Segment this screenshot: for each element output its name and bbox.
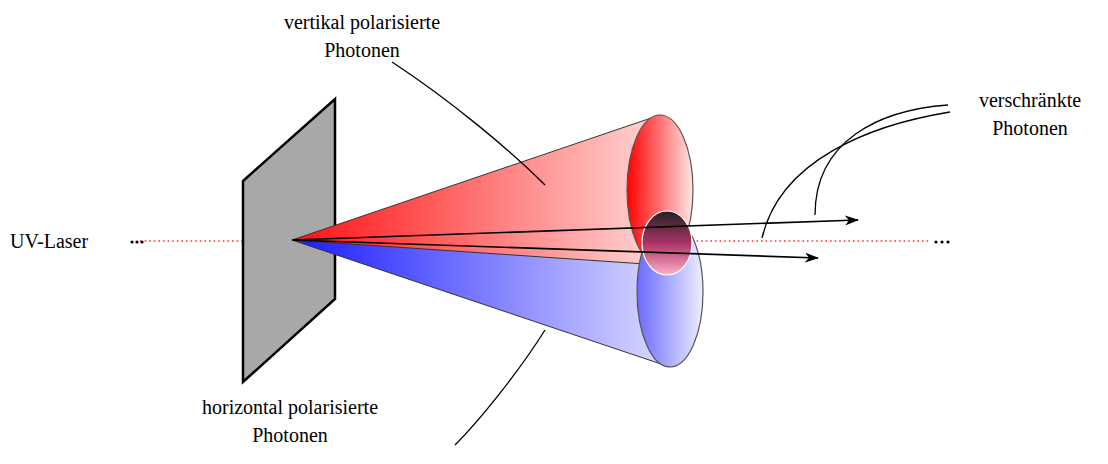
entangled-label: verschränkte Photonen xyxy=(960,86,1100,142)
overlap-region xyxy=(642,211,692,275)
leader-line xyxy=(455,330,545,445)
cone-label: vertikal polarisierte Photonen xyxy=(262,8,462,64)
leader-line xyxy=(815,105,948,215)
cone-label: horizontal polarisierte Photonen xyxy=(180,393,400,449)
leader-line xyxy=(392,62,545,185)
photon-arrow xyxy=(292,240,818,258)
laser-label: UV-Laser xyxy=(10,227,140,255)
leader-line xyxy=(762,112,950,238)
photon-arrow xyxy=(292,220,858,240)
